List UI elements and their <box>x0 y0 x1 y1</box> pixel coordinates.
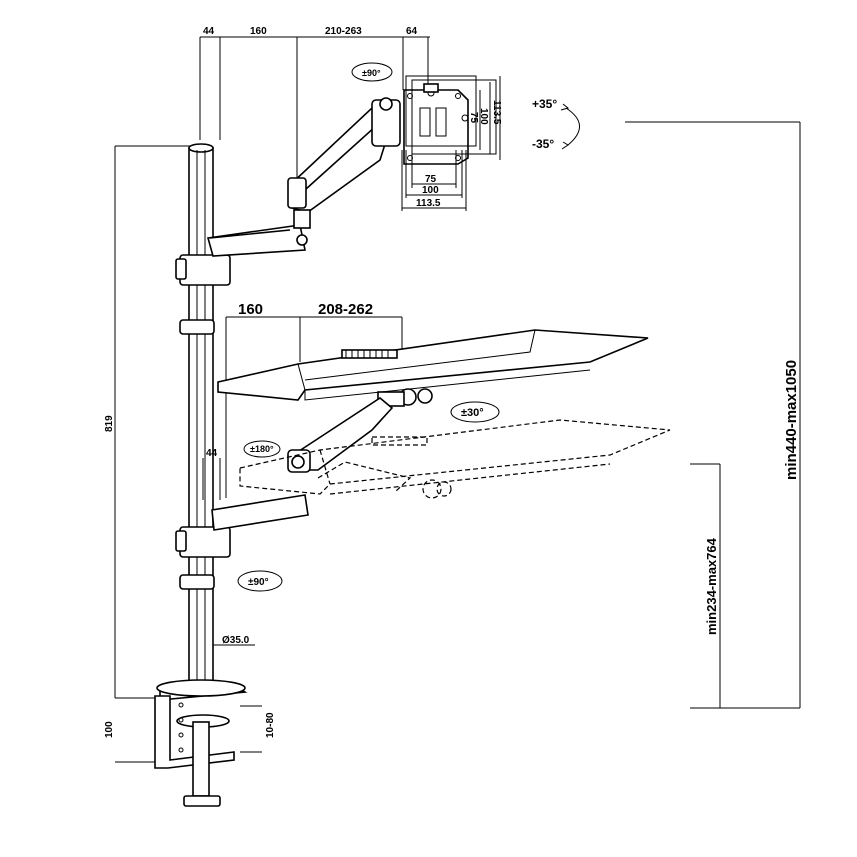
vesa-w75: 75 <box>425 174 437 185</box>
tray-arm <box>211 397 394 531</box>
dim-160-top: 160 <box>250 26 267 37</box>
tilt-down: -35° <box>532 137 554 151</box>
height-819: 819 <box>104 415 115 432</box>
desk-clamp <box>154 679 262 807</box>
vesa-h75: 75 <box>468 112 479 124</box>
pole-collars <box>175 254 231 590</box>
left-dimension-lines <box>114 145 190 763</box>
tilt-arc <box>565 107 580 146</box>
rotate-ellipse-tray <box>243 440 281 458</box>
keyboard-tray-dashed <box>239 419 671 499</box>
clamp-range: 10-80 <box>265 712 276 738</box>
lower-dim-44: 44 <box>206 448 218 459</box>
tray-dim-160: 160 <box>238 301 263 318</box>
dim-210-263: 210-263 <box>325 26 362 37</box>
rot-tray-tilt: ±30° <box>461 407 484 419</box>
tray-dim-208: 208-262 <box>318 301 373 318</box>
swivel-ellipse-top <box>351 62 393 82</box>
tilt-arrow-up <box>560 103 570 111</box>
clamp-100: 100 <box>104 721 115 738</box>
rot-monitor-swivel: ±90° <box>362 68 381 78</box>
rot-tray-rotate: ±180° <box>250 444 274 454</box>
pole <box>188 143 214 691</box>
total-height: min440-max1050 <box>783 360 800 480</box>
dim-64: 64 <box>406 26 418 37</box>
keyboard-tray <box>217 329 649 407</box>
vesa-h113: 113.5 <box>491 100 502 125</box>
top-dimension-lines <box>199 36 430 185</box>
vesa-w113: 113.5 <box>416 198 441 209</box>
dim-44-top: 44 <box>203 26 215 37</box>
right-dimension-lines <box>625 121 801 709</box>
vesa-h100: 100 <box>478 108 489 125</box>
monitor-arm <box>206 97 401 257</box>
tilt-up: +35° <box>532 97 557 111</box>
swivel-ellipse-lower <box>237 570 283 592</box>
vesa-plate <box>401 75 501 211</box>
tilt-arrow-down <box>561 141 569 150</box>
tray-dimension-lines <box>225 316 403 498</box>
vesa-w100: 100 <box>422 185 439 196</box>
tilt-ellipse-tray <box>450 401 500 423</box>
tray-height: min234-max764 <box>704 537 719 635</box>
rot-lower-swivel: ±90° <box>248 577 269 588</box>
pole-diameter: Ø35.0 <box>222 635 250 646</box>
